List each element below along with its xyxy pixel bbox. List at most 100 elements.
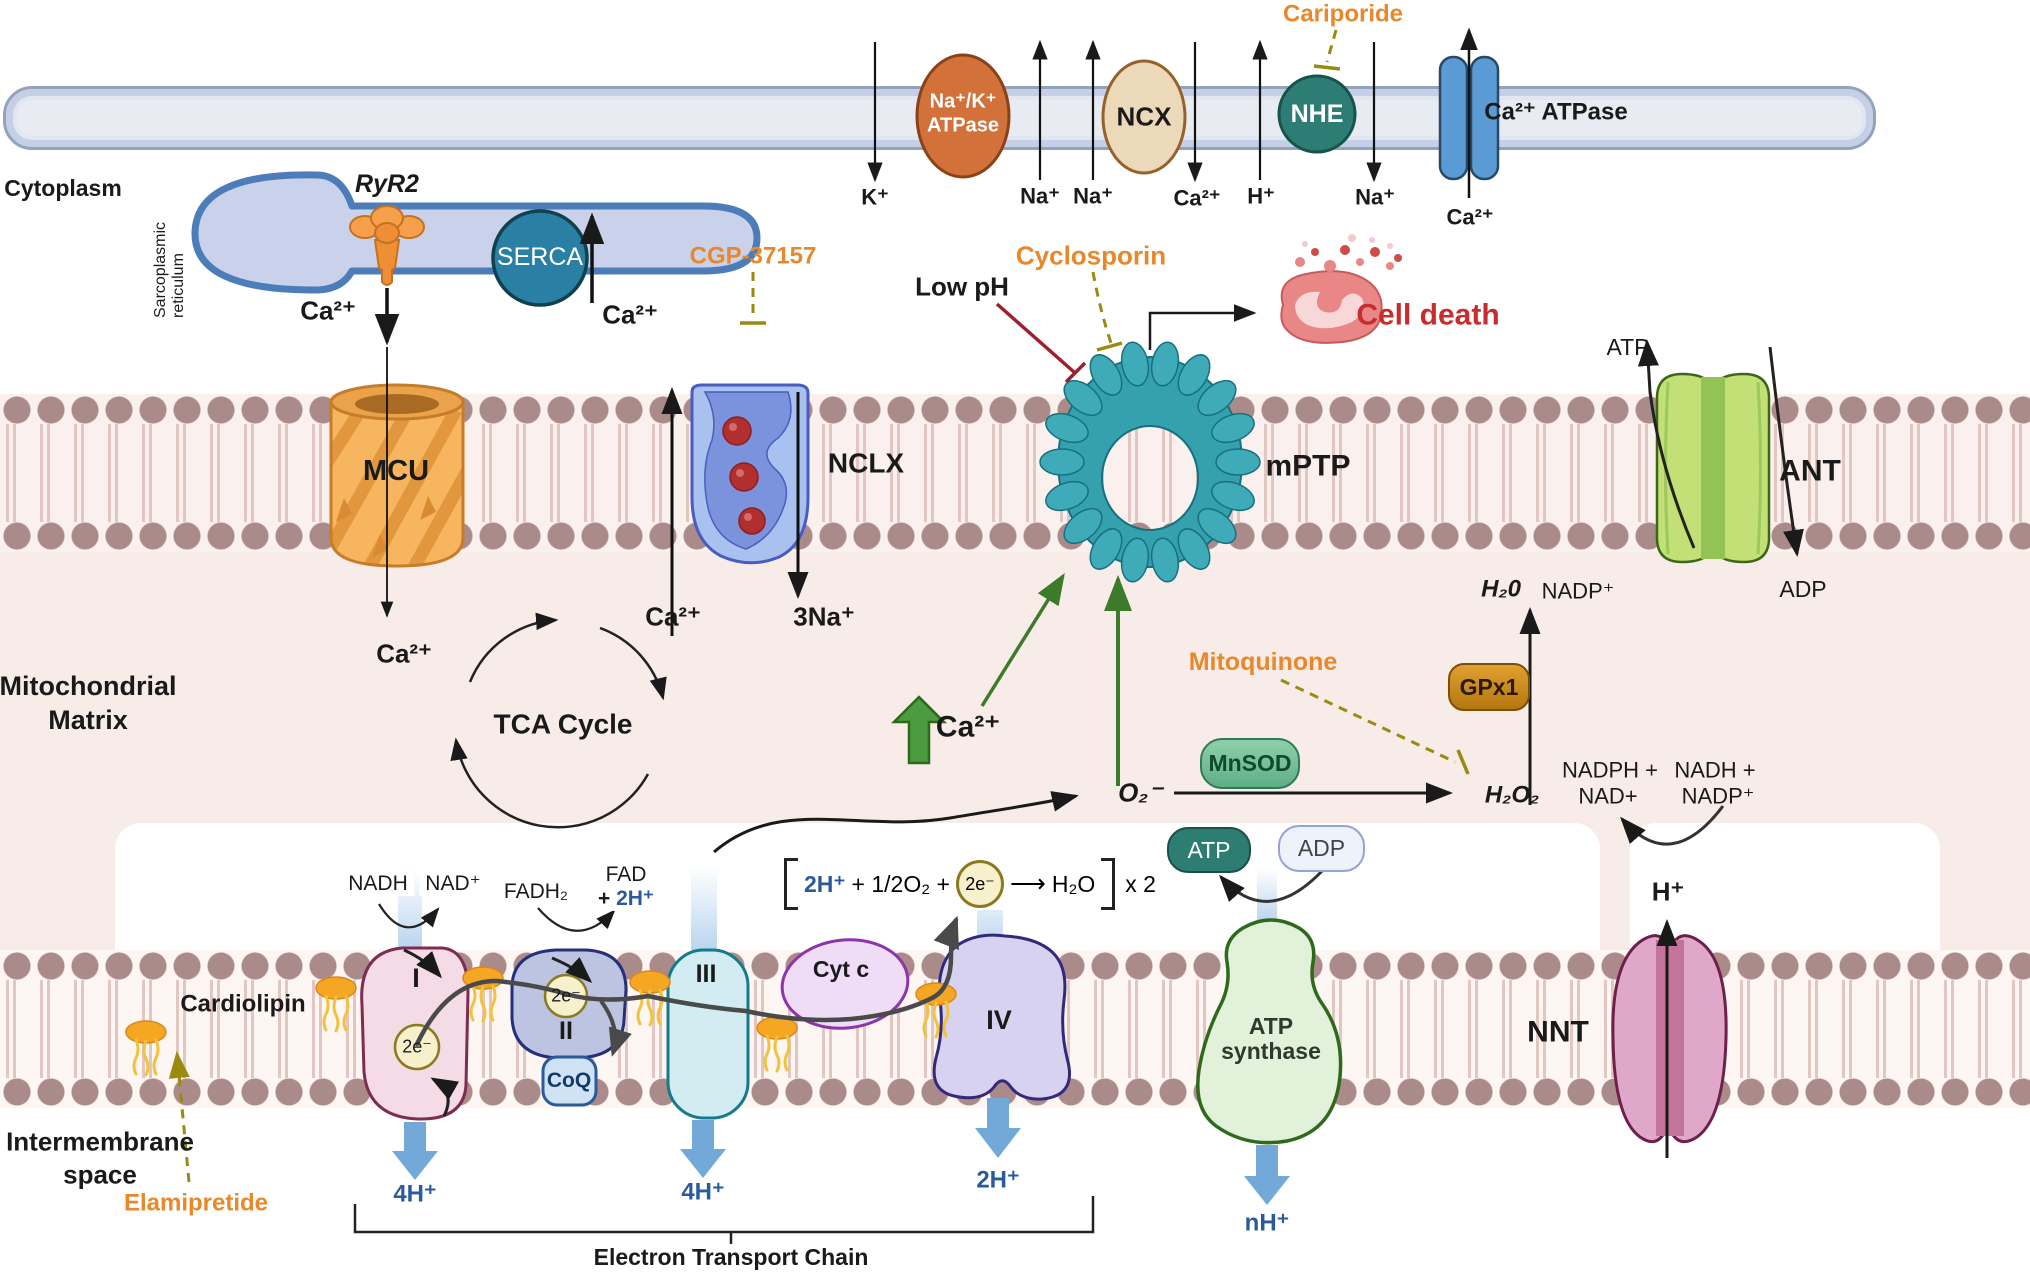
ant-atp-label: ATP [1606, 333, 1650, 360]
cardiolipin-label: Cardiolipin [180, 990, 306, 1018]
coq-icon [541, 1055, 598, 1107]
complex-4-icon [932, 933, 1071, 1101]
nh-proton-label: nH⁺ [1244, 1209, 1290, 1237]
mcu-channel-icon [329, 383, 465, 568]
electron-pair-complex1-label: 2e⁻ [402, 1036, 432, 1057]
2h-complex4-label: 2H⁺ [976, 1166, 1020, 1194]
ncx-label: NCX [1116, 101, 1172, 132]
mnsod-badge: MnSOD [1200, 738, 1300, 789]
sarcoplasmic-reticulum-label: Sarcoplasmic reticulum [152, 221, 187, 318]
nhe-label: NHE [1290, 99, 1344, 128]
intermembrane-space-label-line2: space [63, 1159, 137, 1190]
calcium-overload-block-arrow [890, 695, 948, 765]
equation-2h: 2H⁺ [804, 870, 846, 897]
substrate-strip-atp-synthase [1257, 868, 1277, 922]
complex-2-label: II [559, 1016, 573, 1045]
mptp-pore-icon [1039, 341, 1261, 583]
equation-times-2: x 2 [1125, 870, 1156, 897]
substrate-strip-complex3 [691, 866, 717, 950]
equation-h2o: H₂O [1051, 870, 1096, 897]
elamipretide-label: Elamipretide [123, 1189, 269, 1217]
complex-3-icon [666, 948, 750, 1120]
intermembrane-space-label-line1: Intermembrane [6, 1126, 194, 1157]
sarcoplasmic-reticulum-shape [191, 171, 761, 294]
matrix-label-line2: Matrix [48, 704, 128, 735]
complex-1-label: I [412, 962, 420, 993]
fad-plus-sign: + [597, 886, 611, 910]
etc-bracket [353, 1196, 1095, 1245]
adp-to-atp-arrow [1219, 868, 1325, 903]
low-ph-inhibition-line [995, 302, 1087, 384]
complex-4-label: IV [986, 1004, 1012, 1035]
cytochrome-c-label: Cyt c [812, 955, 870, 982]
4h-complex1-label: 4H⁺ [393, 1180, 437, 1208]
ant-adp-in-arrow [1768, 346, 1804, 557]
fadh2-label: FADH₂ [497, 879, 575, 905]
nnt-channel-icon [1611, 934, 1728, 1144]
tca-cycle-arrows [450, 612, 667, 829]
ion-ca-label: Ca²⁺ [1173, 185, 1221, 211]
mptp-cell-death-arrow [1148, 304, 1257, 350]
nhe-icon [1277, 74, 1357, 154]
electron-flow-path [414, 915, 959, 1047]
serca-pump-icon [491, 209, 589, 307]
atp-synthase-icon [1196, 918, 1343, 1145]
equation-bracket-right [1101, 858, 1116, 910]
ncx-icon [1101, 59, 1187, 175]
nclx-na-in-label: 3Na⁺ [793, 601, 855, 632]
ryr2-label: RyR2 [355, 169, 419, 198]
calcium-flux-arrows [374, 212, 809, 636]
ryr2-channel-icon [349, 205, 425, 286]
na-k-atpase-icon [915, 53, 1011, 179]
mcu-label: MCU [362, 454, 430, 487]
cell-death-label: Cell death [1356, 298, 1500, 332]
cariporide-inhibition-line [1313, 29, 1341, 71]
cyclosporin-label: Cyclosporin [1015, 240, 1167, 271]
ca-overload-label: Ca²⁺ [935, 710, 1001, 744]
cytoplasm-label: Cytoplasm [4, 174, 122, 201]
cgp-inhibition-line [740, 272, 766, 325]
ca-atpase-label: Ca²⁺ ATPase [1484, 98, 1628, 126]
mptp-label: mPTP [1265, 449, 1351, 483]
ion-na1-label: Na⁺ [1020, 183, 1060, 209]
plasma-ion-arrows [867, 27, 1478, 198]
ant-atp-out-arrow [1637, 339, 1696, 549]
nadph-label-line2: NAD+ [1578, 783, 1638, 809]
electron-pair-complex2-label: 2e⁻ [551, 985, 581, 1006]
ion-ca-pump-label: Ca²⁺ [1446, 204, 1494, 230]
h2o2-label: H₂O₂ [1484, 781, 1540, 809]
fad-2h-value: 2H⁺ [616, 886, 655, 910]
electron-to-coq-arrow [599, 999, 632, 1057]
electron-pair-complex1-icon [393, 1023, 441, 1071]
ca-uptake-label: Ca²⁺ [602, 299, 658, 330]
nadh-nadp-label-line2: NADP⁺ [1681, 783, 1755, 809]
equation-arrow: ⟶ [1009, 870, 1046, 898]
cytochrome-c-icon [780, 938, 910, 1030]
ion-na2-label: Na⁺ [1073, 183, 1113, 209]
nad-label: NAD⁺ [419, 871, 487, 897]
etc-bracket-label: Electron Transport Chain [587, 1243, 875, 1271]
fad-label: FAD [599, 862, 653, 888]
equation-middle: + 1/2O₂ + [851, 870, 950, 897]
nadh-nadp-label-line1: NADH + [1674, 757, 1756, 783]
ca-release-label: Ca²⁺ [300, 295, 356, 326]
nadph-label-line1: NADPH + [1562, 757, 1658, 783]
fad-2h-label: + 2H⁺ [591, 886, 661, 912]
proton-block-arrows [392, 1098, 1290, 1205]
tca-cycle-label: TCA Cycle [493, 708, 633, 740]
nnt-proton-label: H⁺ [1645, 877, 1691, 907]
matrix-label-line1: Mitochondrial [0, 670, 177, 701]
mitoquinone-inhibition-line [1280, 678, 1470, 775]
nadh-label: NADH [342, 871, 414, 897]
nclx-ca-out-label: Ca²⁺ [645, 601, 701, 632]
dehydrogenase-arrows [378, 903, 616, 1117]
coq-label: CoQ [546, 1068, 592, 1092]
nadp-label: NADP⁺ [1541, 578, 1615, 604]
exploding-mitochondrion-icon [1280, 234, 1402, 344]
ion-h-label: H⁺ [1247, 183, 1275, 209]
cariporide-label: Cariporide [1282, 0, 1404, 28]
oxygen-reduction-equation: 2H⁺ + 1/2O₂ + 2e⁻ ⟶ H₂O x 2 [776, 858, 1164, 910]
elamipretide-target-arrow [168, 1051, 191, 1183]
